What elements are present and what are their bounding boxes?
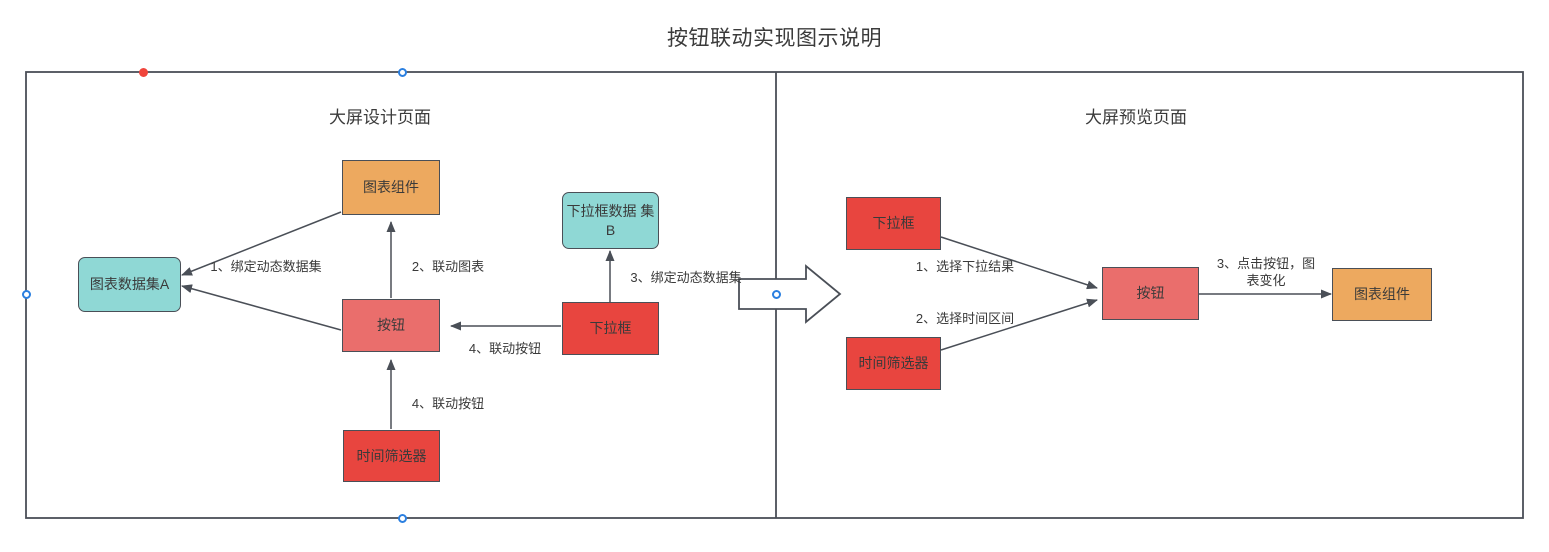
resize-handle-top[interactable] — [398, 68, 407, 77]
edge-preview-dropdown-to-button — [940, 236, 1098, 290]
edge-label-select-time-range-2: 2、选择时间区间 — [915, 311, 1015, 326]
node-time-filter-preview[interactable]: 时间筛选器 — [846, 337, 941, 390]
panel-title-preview: 大屏预览页面 — [1085, 108, 1187, 127]
node-chart-component-design[interactable]: 图表组件 — [342, 160, 440, 215]
edge-label-link-button-4b: 4、联动按钮 — [411, 396, 485, 411]
node-dropdown-preview[interactable]: 下拉框 — [846, 197, 941, 250]
node-button-preview[interactable]: 按钮 — [1102, 267, 1199, 320]
resize-handle-divider[interactable] — [772, 290, 781, 299]
node-dropdown-dataset-b[interactable]: 下拉框数据 集B — [562, 192, 659, 249]
edge-label-link-button-4a: 4、联动按钮 — [468, 341, 542, 356]
edge-label-click-button-chart-changes-3: 3、点击按钮，图 表变化 — [1216, 256, 1316, 288]
edge-button-to-dataset-a — [181, 284, 342, 331]
node-time-filter-design[interactable]: 时间筛选器 — [343, 430, 440, 482]
edge-label-bind-dynamic-dataset-1: 1、绑定动态数据集 — [210, 259, 322, 274]
rotate-handle-icon[interactable] — [139, 68, 148, 77]
node-button-design[interactable]: 按钮 — [342, 299, 440, 352]
resize-handle-bottom[interactable] — [398, 514, 407, 523]
node-chart-component-preview[interactable]: 图表组件 — [1332, 268, 1432, 321]
edge-label-select-dropdown-result-1: 1、选择下拉结果 — [915, 259, 1015, 274]
node-dropdown-design[interactable]: 下拉框 — [562, 302, 659, 355]
panel-title-design: 大屏设计页面 — [329, 108, 431, 127]
block-right-arrow-icon — [738, 264, 842, 324]
edge-chart-component-to-dataset-a — [181, 211, 342, 276]
node-chart-dataset-a[interactable]: 图表数据集A — [78, 257, 181, 312]
edge-label-bind-dynamic-dataset-3: 3、绑定动态数据集 — [630, 270, 742, 285]
edge-label-link-chart-2: 2、联动图表 — [411, 259, 485, 274]
page-title: 按钮联动实现图示说明 — [667, 27, 882, 50]
edge-preview-time-filter-to-button — [940, 298, 1098, 351]
resize-handle-left[interactable] — [22, 290, 31, 299]
